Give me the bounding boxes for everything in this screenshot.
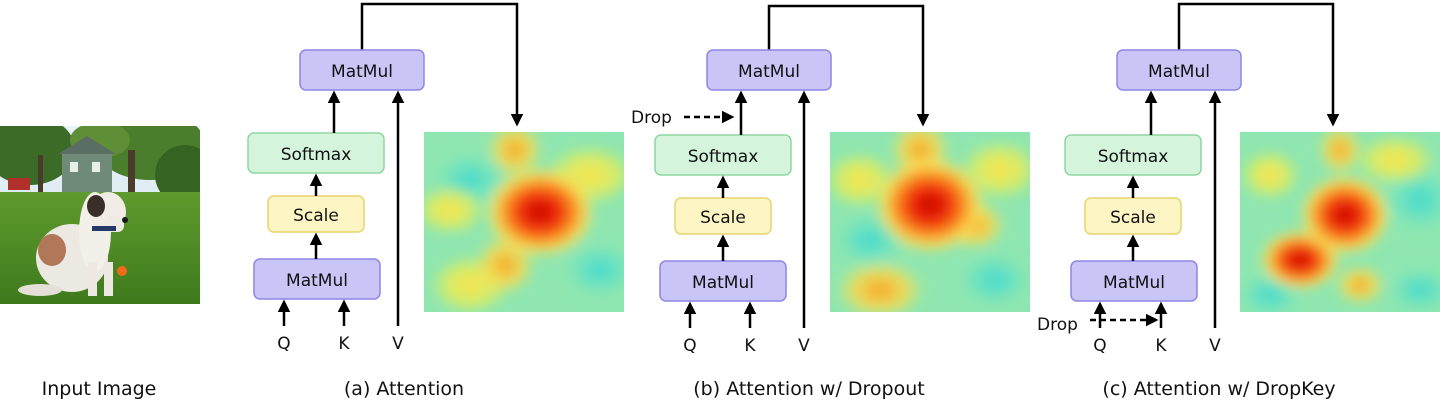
q-label-c: Q: [1093, 336, 1106, 356]
k-label-c: K: [1155, 336, 1167, 356]
input-image: [0, 126, 200, 304]
matmul-bottom-label-c: MatMul: [1103, 273, 1165, 293]
q-label-a: Q: [277, 334, 290, 354]
matmul-bottom-label-b: MatMul: [692, 273, 754, 293]
k-label-a: K: [338, 334, 350, 354]
softmax-label-a: Softmax: [281, 145, 352, 165]
softmax-box-b: [654, 134, 792, 176]
matmul-bottom-label-a: MatMul: [286, 271, 348, 291]
matmul-top-box-b: [706, 49, 832, 91]
matmul-top-label-b: MatMul: [738, 62, 800, 82]
v-label-c: V: [1209, 336, 1221, 356]
caption-attention-dropkey: (c) Attention w/ DropKey: [1102, 378, 1335, 400]
panel-attention: MatMul Softmax Scale MatMul Q K V: [247, 2, 624, 400]
q-label-b: Q: [683, 336, 696, 356]
softmax-box-c: [1064, 134, 1202, 176]
drop-label-b: Drop: [631, 108, 672, 128]
matmul-top-box-a: [299, 49, 425, 91]
caption-attention: (a) Attention: [344, 378, 464, 400]
scale-label-c: Scale: [1110, 208, 1156, 228]
attention-heatmap-c: [1240, 132, 1440, 312]
k-label-b: K: [744, 336, 756, 356]
v-label-a: V: [392, 334, 404, 354]
panel-attention-dropout: MatMul Softmax Scale MatMul Drop Q K V: [631, 4, 1030, 400]
scale-label-a: Scale: [293, 206, 339, 226]
attention-heatmap-b: [830, 132, 1030, 312]
softmax-box-a: [247, 132, 385, 174]
caption-attention-dropout: (b) Attention w/ Dropout: [693, 378, 924, 400]
attention-heatmap-a: [424, 132, 624, 312]
matmul-top-box-c: [1116, 49, 1242, 91]
softmax-label-b: Softmax: [688, 147, 759, 167]
drop-label-c: Drop: [1037, 315, 1078, 335]
matmul-top-label-a: MatMul: [331, 62, 393, 82]
scale-label-b: Scale: [700, 208, 746, 228]
v-label-b: V: [798, 336, 810, 356]
input-image-caption: Input Image: [42, 378, 157, 400]
panel-attention-dropkey: MatMul Softmax Scale MatMul Drop Q K V: [1037, 2, 1440, 400]
matmul-top-label-c: MatMul: [1148, 62, 1210, 82]
softmax-label-c: Softmax: [1098, 147, 1169, 167]
